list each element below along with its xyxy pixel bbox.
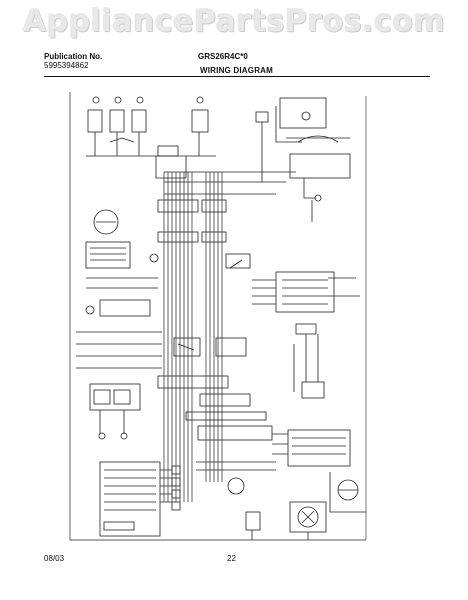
footer-date: 08/03: [44, 554, 65, 563]
page-number: 22: [227, 554, 236, 563]
top-right-components: [255, 97, 351, 222]
wiring-schematic: [69, 92, 367, 541]
middle-switches: [173, 253, 251, 357]
publication-number: 5995394862: [44, 61, 89, 70]
site-watermark: AppliancePartsPros.com: [22, 4, 446, 39]
connector-blocks: [157, 199, 273, 441]
model-number: GRS26R4C*0: [198, 52, 248, 61]
main-harness: [163, 171, 296, 502]
bottom-right-assembly: [272, 429, 366, 513]
right-module: [252, 271, 360, 399]
left-components: [76, 209, 162, 440]
wiring-diagram: [66, 82, 382, 550]
bottom-middle-components: [196, 461, 327, 540]
control-board: [99, 461, 181, 537]
publication-label: Publication No.: [44, 52, 103, 61]
title-divider: [44, 76, 430, 77]
top-left-components: [86, 96, 216, 179]
page-title: WIRING DIAGRAM: [200, 66, 274, 75]
